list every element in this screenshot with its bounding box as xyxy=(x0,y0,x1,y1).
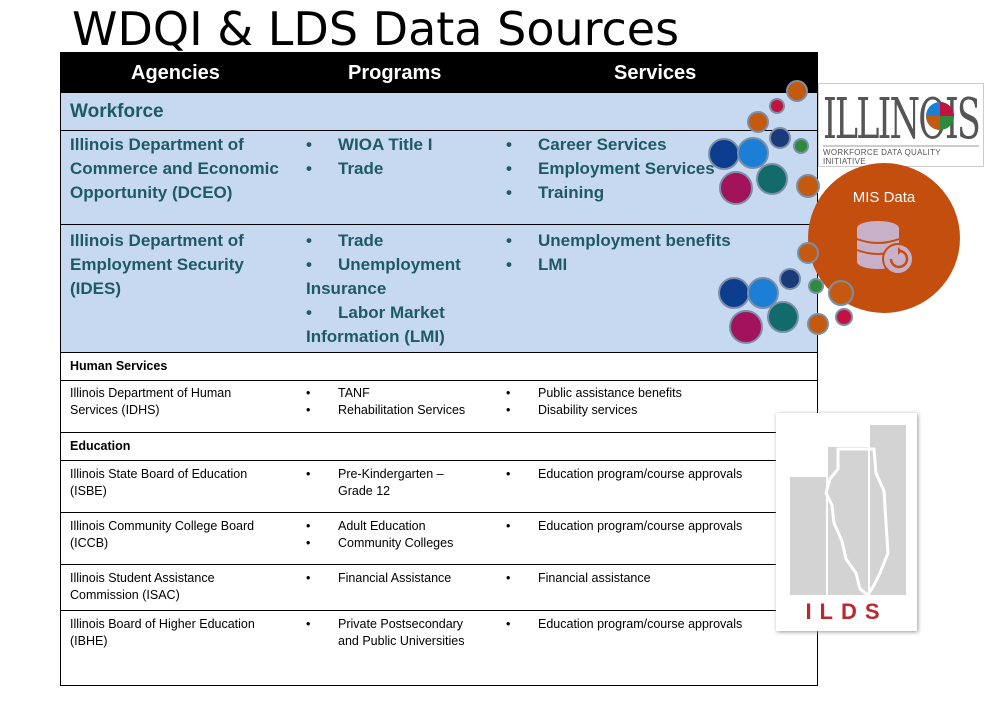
services-list: Career Services Employment Services Trai… xyxy=(506,133,746,205)
illinois-map-icon xyxy=(790,425,906,598)
list-item: Unemployment benefits xyxy=(506,229,756,253)
circle-shape xyxy=(793,138,809,154)
list-item: Adult Education xyxy=(306,518,506,535)
table-row: Illinois Student Assistance Commission (… xyxy=(61,565,817,611)
list-item: LMI xyxy=(506,253,756,277)
list-item: Trade xyxy=(274,229,484,253)
list-item: Community Colleges xyxy=(306,535,506,552)
header-services: Services xyxy=(614,62,697,84)
agency-cell: Illinois Community College Board (ICCB) xyxy=(70,519,255,550)
circle-shape xyxy=(828,280,854,306)
agency-cell: Illinois Student Assistance Commission (… xyxy=(70,571,215,602)
agency-cell: Illinois Department of Commerce and Econ… xyxy=(70,135,279,202)
agency-cell: Illinois Department of Employment Securi… xyxy=(70,231,244,298)
page-title: WDQI & LDS Data Sources xyxy=(72,2,680,56)
section-label: Human Services xyxy=(70,359,168,373)
circle-shape xyxy=(756,163,788,195)
circle-shape xyxy=(769,127,791,149)
table-row: Illinois State Board of Education (ISBE)… xyxy=(61,461,817,513)
circle-shape xyxy=(719,171,753,205)
list-item: Career Services xyxy=(506,133,746,157)
table-header: Agencies Programs Services xyxy=(61,53,817,93)
table-row: Illinois Board of Higher Education (IBHE… xyxy=(61,611,817,685)
circle-shape xyxy=(808,278,824,294)
programs-list: Financial Assistance xyxy=(306,570,506,587)
list-item: Financial Assistance xyxy=(306,570,506,587)
list-item: Labor Market Information (LMI) xyxy=(274,301,484,349)
section-label: Education xyxy=(70,439,131,453)
circle-shape xyxy=(729,310,763,344)
database-refresh-icon xyxy=(856,221,914,275)
list-item: Education program/course approvals xyxy=(506,616,766,633)
illinois-wdqi-logo: ILLINOIS WORKFORCE DATA QUALITY INITIATI… xyxy=(818,83,984,167)
list-item: Financial assistance xyxy=(506,570,766,587)
illinois-wordmark-icon: ILLINOIS xyxy=(823,87,982,152)
services-list: Education program/course approvals xyxy=(506,466,766,483)
list-item: Employment Services xyxy=(506,157,746,181)
circle-shape xyxy=(796,174,820,198)
services-list: Financial assistance xyxy=(506,570,766,587)
mis-data-badge: MIS Data xyxy=(808,163,960,313)
circle-shape xyxy=(797,242,819,264)
circle-shape xyxy=(767,301,799,333)
list-item: Disability services xyxy=(506,402,766,419)
circle-shape xyxy=(835,308,853,326)
services-list: Education program/course approvals xyxy=(506,518,766,535)
list-item: Trade xyxy=(306,157,506,181)
circle-shape xyxy=(779,268,801,290)
logo-tagline: WORKFORCE DATA QUALITY INITIATIVE xyxy=(823,148,941,166)
ilds-label: ILDS xyxy=(805,599,888,624)
circle-shape xyxy=(708,138,740,170)
programs-list: WIOA Title I Trade xyxy=(306,133,506,181)
section-workforce: Workforce xyxy=(61,93,817,131)
mis-label: MIS Data xyxy=(852,189,916,206)
programs-list: Trade Unemployment Insurance Labor Marke… xyxy=(274,229,484,349)
ilds-logo: ILDS xyxy=(776,413,917,631)
section-label: Workforce xyxy=(70,101,164,122)
circle-shape xyxy=(786,80,808,102)
list-item: Pre-Kindergarten – Grade 12 xyxy=(306,466,466,500)
list-item: TANF xyxy=(306,385,506,402)
circle-shape xyxy=(718,277,750,309)
table-row: Illinois Department of Commerce and Econ… xyxy=(61,131,817,225)
header-agencies: Agencies xyxy=(131,62,220,84)
circle-shape xyxy=(769,98,785,114)
programs-list: Pre-Kindergarten – Grade 12 xyxy=(306,466,466,500)
circle-shape xyxy=(737,137,769,169)
data-sources-table: Agencies Programs Services Workforce Ill… xyxy=(60,52,818,686)
table-row: Illinois Department of Human Services (I… xyxy=(61,381,817,433)
programs-list: Adult Education Community Colleges xyxy=(306,518,506,552)
list-item: Private Postsecondary and Public Univers… xyxy=(306,616,486,650)
programs-list: Private Postsecondary and Public Univers… xyxy=(306,616,486,650)
services-list: Unemployment benefits LMI xyxy=(506,229,756,277)
list-item: Training xyxy=(506,181,746,205)
agency-cell: Illinois State Board of Education (ISBE) xyxy=(70,467,248,498)
table-row: Illinois Community College Board (ICCB) … xyxy=(61,513,817,565)
list-item: Unemployment Insurance xyxy=(274,253,484,301)
list-item: Rehabilitation Services xyxy=(306,402,506,419)
list-item: Public assistance benefits xyxy=(506,385,766,402)
circle-shape xyxy=(807,313,829,335)
section-human-services: Human Services xyxy=(61,353,817,381)
section-education: Education xyxy=(61,433,817,461)
header-programs: Programs xyxy=(348,62,442,84)
list-item: WIOA Title I xyxy=(306,133,506,157)
services-list: Education program/course approvals xyxy=(506,616,766,633)
table-row: Illinois Department of Employment Securi… xyxy=(61,225,817,353)
services-list: Public assistance benefits Disability se… xyxy=(506,385,766,419)
programs-list: TANF Rehabilitation Services xyxy=(306,385,506,419)
list-item: Education program/course approvals xyxy=(506,518,766,535)
circle-shape xyxy=(747,111,769,133)
agency-cell: Illinois Department of Human Services (I… xyxy=(70,386,232,417)
agency-cell: Illinois Board of Higher Education (IBHE… xyxy=(70,617,255,648)
list-item: Education program/course approvals xyxy=(506,466,766,483)
svg-text:ILLINOIS: ILLINOIS xyxy=(823,87,979,152)
